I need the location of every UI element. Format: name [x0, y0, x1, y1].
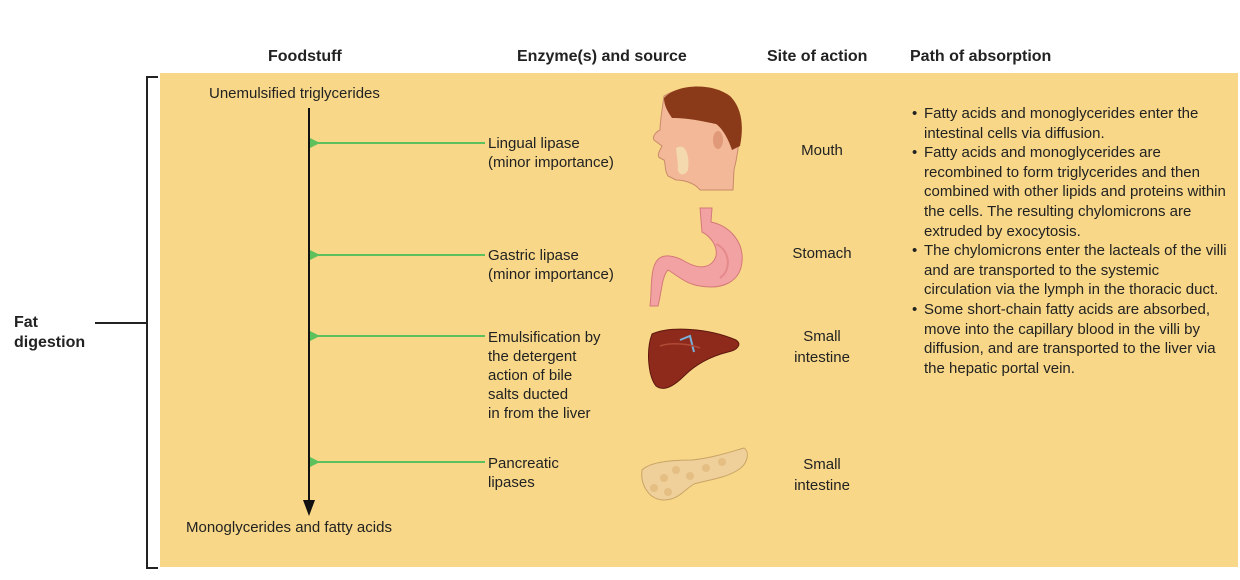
site-stomach: Stomach — [792, 245, 852, 262]
absorption-item: Fatty acids and monoglycerides are recom… — [910, 143, 1228, 241]
header-enzyme: Enzyme(s) and source — [517, 48, 687, 65]
liver-icon — [648, 328, 740, 389]
side-label-line1: Fat — [14, 314, 38, 331]
header-site: Site of action — [767, 48, 868, 65]
head-icon — [653, 86, 742, 191]
enzyme-lingual: Lingual lipase (minor importance) — [488, 135, 614, 171]
absorption-item: Fatty acids and monoglycerides enter the… — [910, 104, 1228, 143]
stomach-icon — [649, 207, 743, 307]
absorption-item: The chylomicrons enter the lacteals of t… — [910, 241, 1228, 300]
site-small-intestine-2: Small intestine — [794, 456, 850, 494]
bracket-top — [146, 76, 158, 78]
bracket-tick — [95, 322, 147, 324]
side-label: Fat digestion — [14, 313, 85, 353]
main-down-arrow — [303, 108, 315, 516]
enzyme-gastric: Gastric lipase (minor importance) — [488, 247, 614, 283]
absorption-list: Fatty acids and monoglycerides enter the… — [910, 104, 1228, 378]
side-label-line2: digestion — [14, 334, 86, 351]
foodstuff-end: Monoglycerides and fatty acids — [186, 519, 392, 536]
site-mouth: Mouth — [801, 142, 843, 159]
pancreas-icon — [641, 447, 748, 501]
foodstuff-start: Unemulsified triglycerides — [209, 85, 380, 102]
site-small-intestine-1: Small intestine — [794, 328, 850, 366]
enzyme-pancreatic: Pancreatic lipases — [488, 455, 559, 491]
bracket-bottom — [146, 567, 158, 569]
enzyme-emulsification: Emulsification by the detergent action o… — [488, 329, 601, 422]
header-path: Path of absorption — [910, 48, 1052, 65]
absorption-item: Some short-chain fatty acids are absorbe… — [910, 300, 1228, 378]
header-foodstuff: Foodstuff — [268, 48, 342, 65]
